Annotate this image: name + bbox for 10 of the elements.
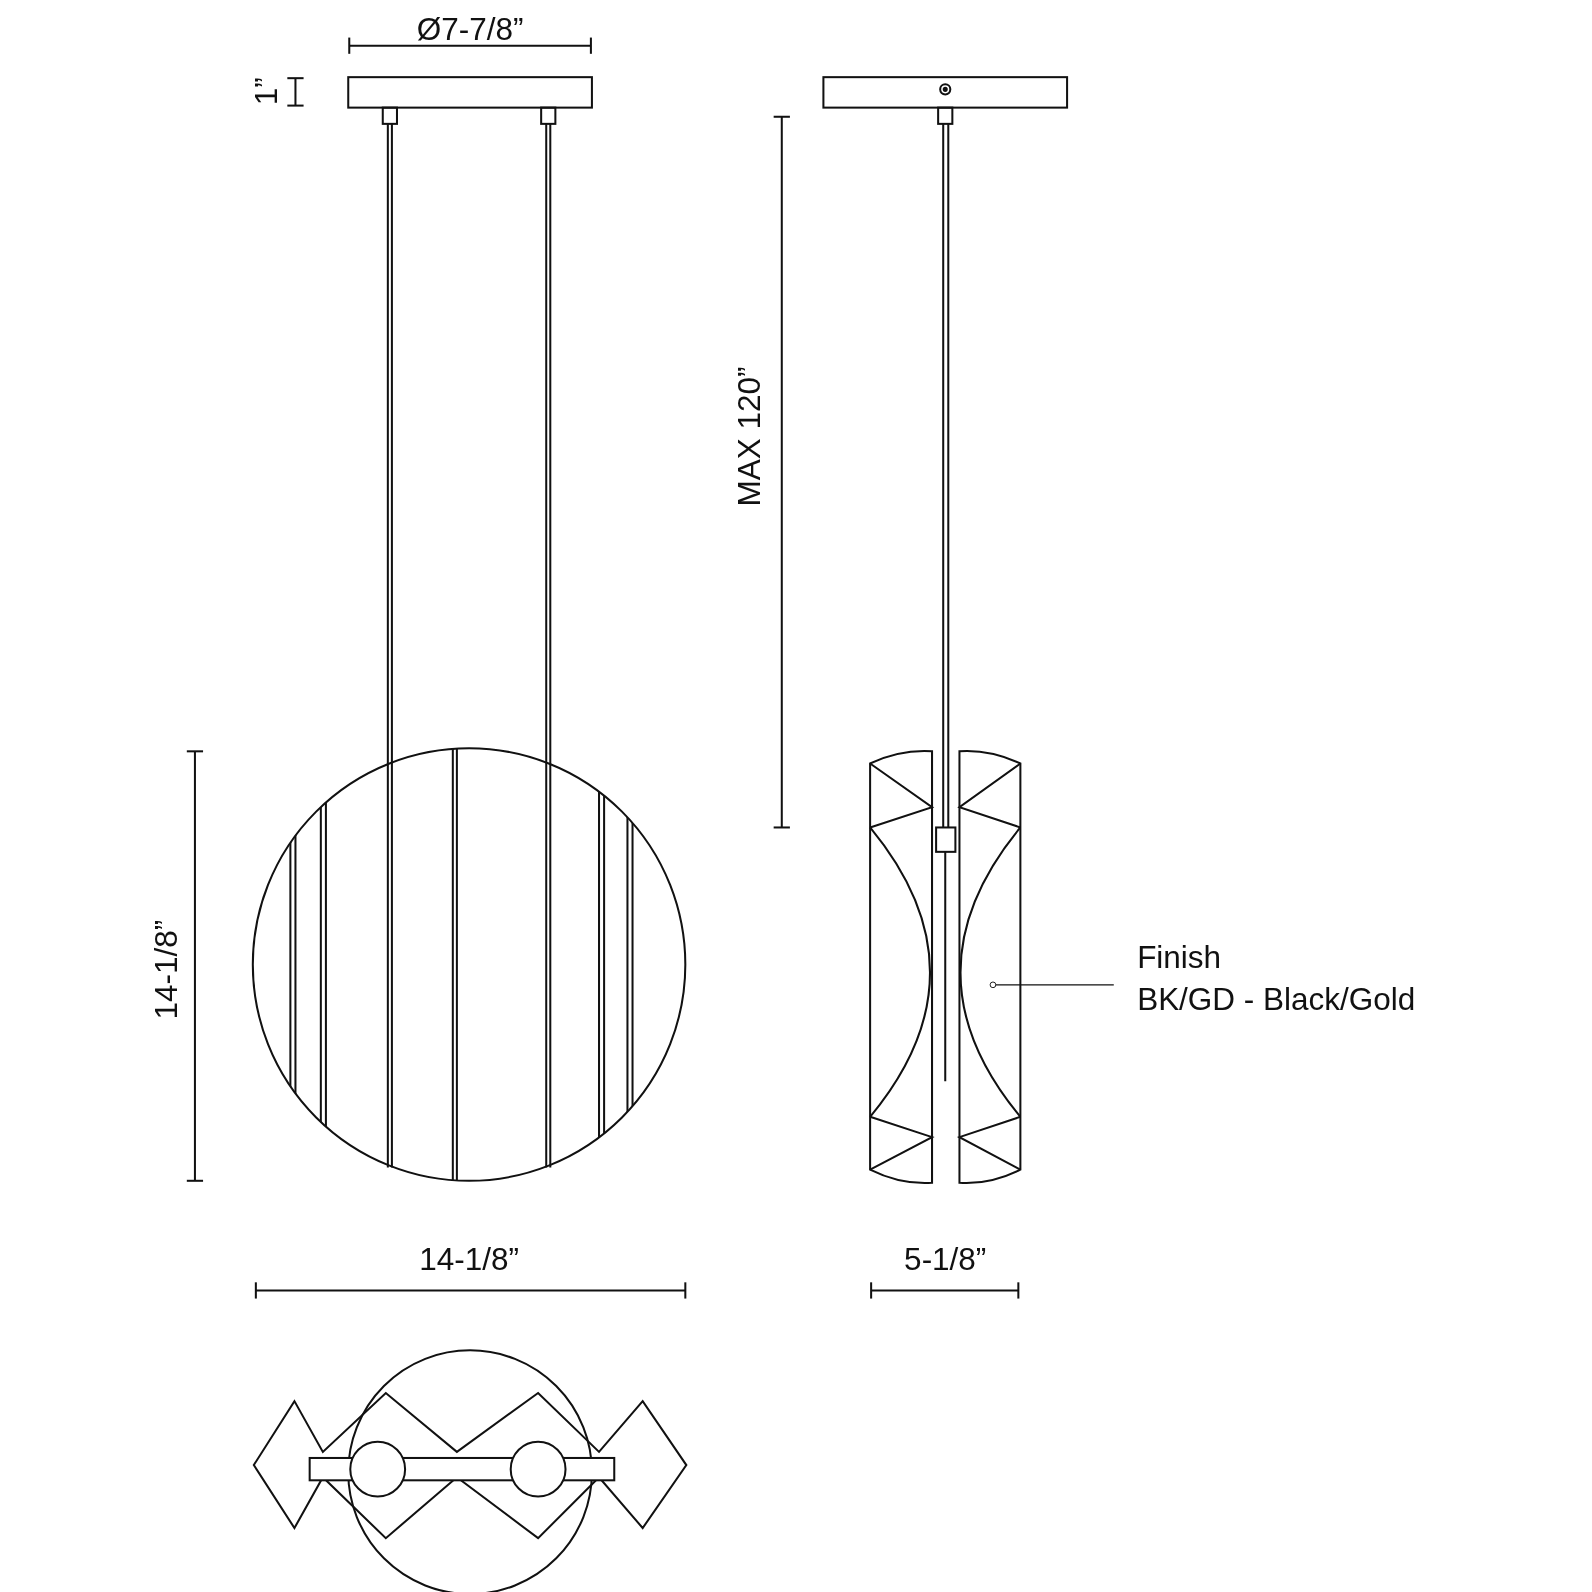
dimension-label: 14-1/8” <box>419 1243 520 1275</box>
leader-line <box>989 981 1115 989</box>
callout-heading: Finish <box>1137 938 1223 977</box>
dimension-label: Ø7-7/8” <box>416 12 524 45</box>
callout-text: BK/GD - Black/Gold <box>1137 980 1417 1020</box>
dimension-label: MAX 120” <box>733 366 766 507</box>
dimension-label: 1” <box>250 77 282 106</box>
shade-side-view-drawing <box>868 749 1023 1186</box>
dimension-label: 14-1/8” <box>149 919 182 1020</box>
dimension-label: 5-1/8” <box>904 1243 987 1275</box>
